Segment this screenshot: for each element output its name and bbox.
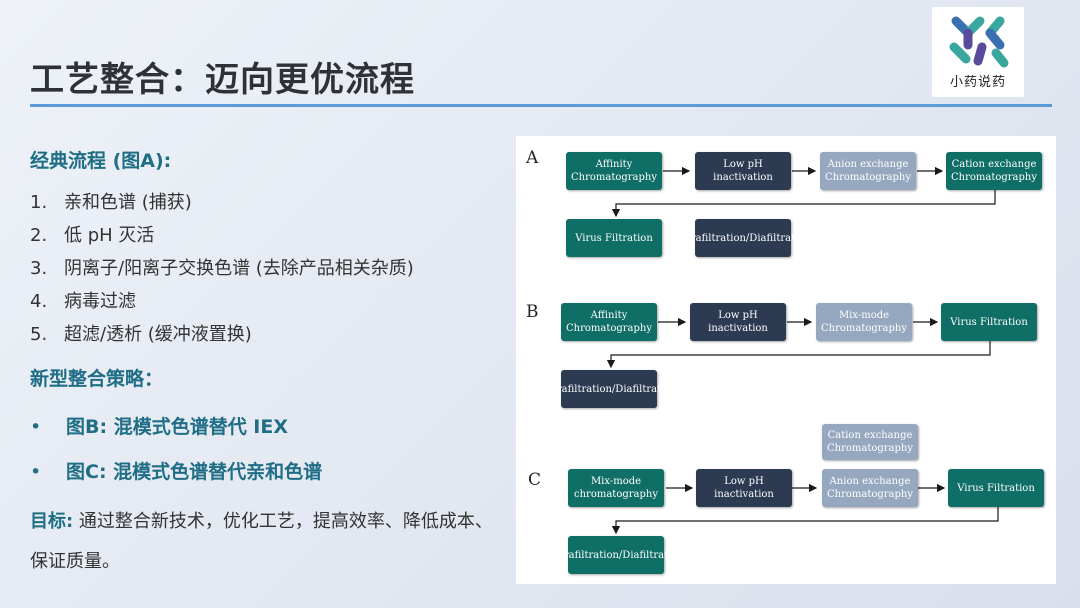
step-mix-mode-chromatography: Mix-mode Chromatography bbox=[816, 303, 912, 341]
logo: 小药说药 bbox=[932, 7, 1024, 97]
step-affinity-chromatography: Affinity Chromatography bbox=[561, 303, 657, 341]
classic-flow-heading: 经典流程 (图A): bbox=[30, 150, 172, 172]
step-virus-filtration: Virus Filtration bbox=[566, 219, 662, 257]
step-mix-mode-chromatography: Mix-mode chromatography bbox=[568, 469, 664, 507]
logo-text: 小药说药 bbox=[949, 75, 1006, 90]
molecule-logo-icon bbox=[949, 16, 1009, 68]
step-cation-exchange: Cation exchange Chromatography bbox=[822, 424, 918, 460]
row-label-a: A bbox=[526, 148, 539, 168]
step-cation-exchange: Cation exchange Chromatography bbox=[946, 152, 1042, 190]
classic-step: 1.亲和色谱 (捕获) bbox=[30, 192, 192, 213]
row-label-c: C bbox=[528, 470, 542, 490]
step-virus-filtration: Virus Filtration bbox=[941, 303, 1037, 341]
step-affinity-chromatography: Affinity Chromatography bbox=[566, 152, 662, 190]
classic-step: 3.阴离子/阳离子交换色谱 (去除产品相关杂质) bbox=[30, 258, 414, 279]
row-label-b: B bbox=[526, 302, 539, 322]
classic-step: 4.病毒过滤 bbox=[30, 291, 136, 312]
step-ultrafiltration-diafiltration: Ultrafiltration/Diafiltration bbox=[541, 370, 677, 408]
strategy-item: •图C: 混模式色谱替代亲和色谱 bbox=[30, 461, 323, 483]
step-virus-filtration: Virus Filtration bbox=[948, 469, 1044, 507]
goal-paragraph: 目标: 通过整合新技术，优化工艺，提高效率、降低成本、保证质量。 bbox=[30, 511, 493, 572]
slide-title: 工艺整合：迈向更优流程 bbox=[30, 60, 415, 100]
step-ultrafiltration-diafiltration: Ultrafiltration/Diafiltration bbox=[675, 219, 811, 257]
step-low-ph-inactivation: Low pH inactivation bbox=[690, 303, 786, 341]
step-low-ph-inactivation: Low pH inactivation bbox=[695, 152, 791, 190]
process-diagram: A Affinity Chromatography Low pH inactiv… bbox=[516, 136, 1056, 584]
strategy-item: •图B: 混模式色谱替代 IEX bbox=[30, 416, 289, 438]
classic-step: 2.低 pH 灭活 bbox=[30, 225, 155, 246]
title-divider bbox=[30, 104, 1052, 107]
step-anion-exchange: Anion exchange Chromatography bbox=[822, 469, 918, 507]
step-ultrafiltration-diafiltration: Ultrafiltration/Diafiltration bbox=[548, 536, 684, 574]
step-low-ph-inactivation: Low pH inactivation bbox=[696, 469, 792, 507]
step-anion-exchange: Anion exchange Chromatography bbox=[820, 152, 916, 190]
flow-arrows bbox=[606, 166, 999, 535]
new-strategy-heading: 新型整合策略： bbox=[30, 368, 164, 390]
classic-step: 5.超滤/透析 (缓冲液置换) bbox=[30, 324, 252, 345]
